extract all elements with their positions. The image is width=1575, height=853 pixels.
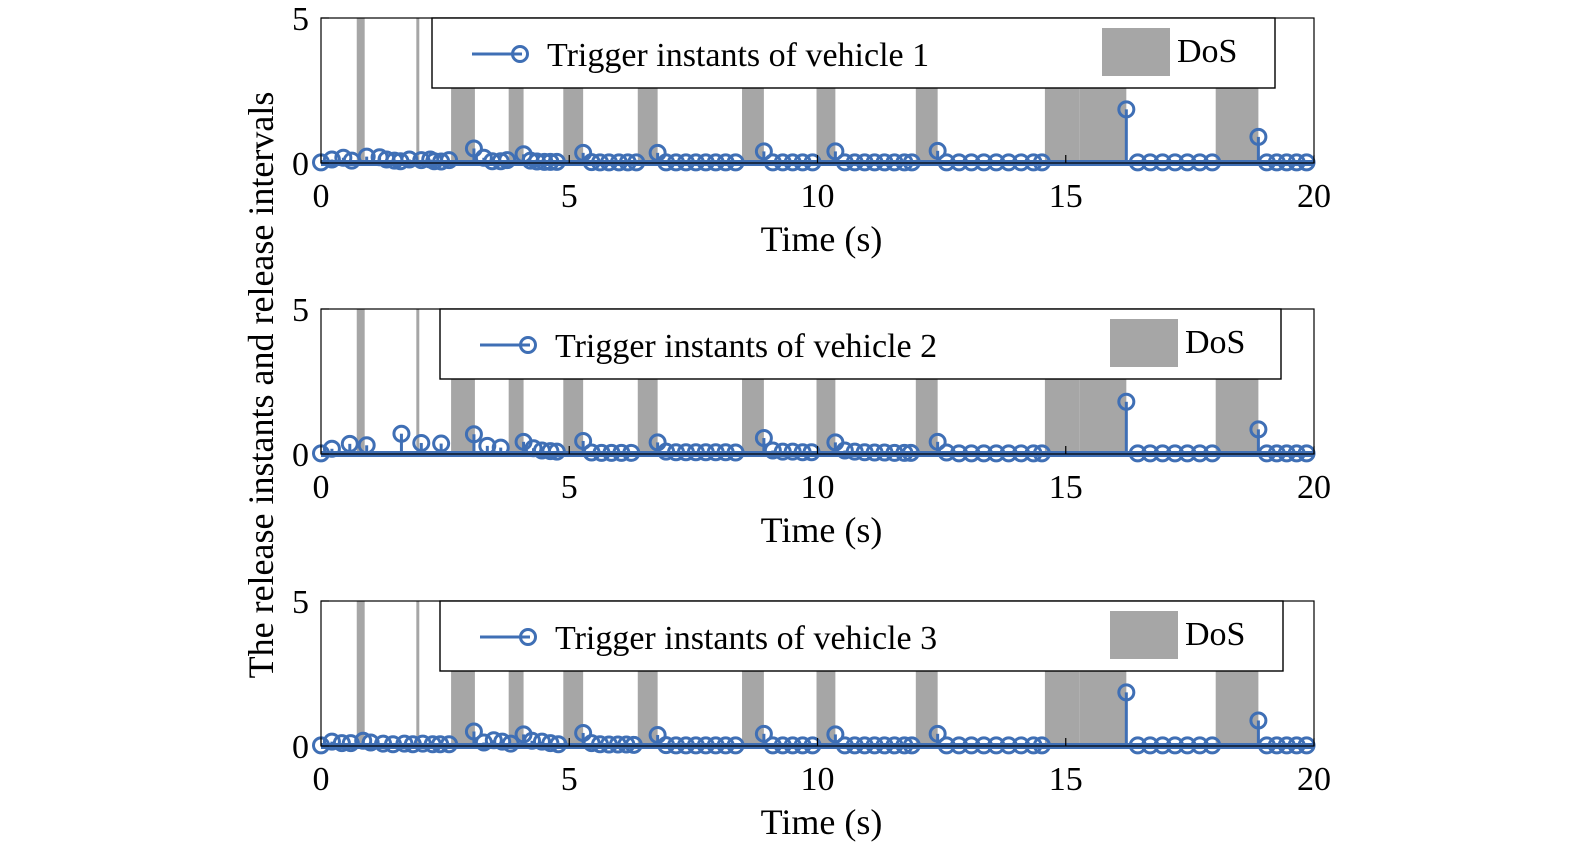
stem-marker xyxy=(412,433,431,452)
stem-marker xyxy=(1249,420,1268,439)
legend-series-marker xyxy=(519,336,537,354)
x-tick-label: 5 xyxy=(561,761,578,798)
legend-series-marker xyxy=(519,628,537,646)
x-axis-label: Time (s) xyxy=(761,219,883,259)
stem-marker xyxy=(322,150,341,169)
x-tick-label: 20 xyxy=(1297,761,1331,798)
x-tick-label: 10 xyxy=(801,761,835,798)
stem-marker xyxy=(754,142,773,161)
stem-marker xyxy=(826,725,845,744)
y-tick-label: 0 xyxy=(292,146,309,183)
x-tick-label: 0 xyxy=(313,761,330,798)
stem-marker xyxy=(763,441,782,460)
x-axis-label: Time (s) xyxy=(761,802,883,842)
dos-interval xyxy=(356,18,365,163)
y-tick-label: 0 xyxy=(292,437,309,474)
y-tick-label: 5 xyxy=(292,584,309,621)
x-tick-label: 10 xyxy=(801,178,835,215)
stem-marker xyxy=(361,733,380,752)
legend-series-label: Trigger instants of vehicle 2 xyxy=(555,328,937,365)
stem-marker xyxy=(1117,683,1136,702)
stem-marker xyxy=(474,733,493,752)
x-tick-label: 5 xyxy=(561,178,578,215)
stem-marker xyxy=(928,141,947,160)
legend-dos-label: DoS xyxy=(1185,324,1245,361)
legend-series-label: Trigger instants of vehicle 3 xyxy=(555,620,937,657)
legend-dos-swatch xyxy=(1110,611,1178,659)
legend-series-label: Trigger instants of vehicle 1 xyxy=(547,37,929,74)
legend-series-marker xyxy=(511,45,529,63)
legend-dos-label: DoS xyxy=(1177,33,1237,70)
stem-marker xyxy=(1249,127,1268,146)
x-tick-label: 15 xyxy=(1049,469,1083,506)
x-tick-label: 15 xyxy=(1049,761,1083,798)
x-tick-label: 15 xyxy=(1049,178,1083,215)
stem-marker xyxy=(400,150,419,169)
stem-marker xyxy=(754,724,773,743)
stem-marker xyxy=(835,441,854,460)
stem-marker xyxy=(464,139,483,158)
stem-marker xyxy=(1249,711,1268,730)
stem-marker xyxy=(464,722,483,741)
stem-marker xyxy=(928,724,947,743)
stem-marker xyxy=(754,429,773,448)
stem-marker xyxy=(826,142,845,161)
x-tick-label: 5 xyxy=(561,469,578,506)
legend: Trigger instants of vehicle 1 DoS xyxy=(431,17,1276,89)
dos-interval xyxy=(416,309,420,454)
legend: Trigger instants of vehicle 3 DoS xyxy=(439,600,1284,672)
stem-marker xyxy=(1117,100,1136,119)
dos-interval xyxy=(356,309,365,454)
y-axis-label: The release instants and release interva… xyxy=(241,92,281,679)
stem-marker xyxy=(464,425,483,444)
legend-dos-swatch xyxy=(1110,319,1178,367)
x-tick-label: 20 xyxy=(1297,178,1331,215)
stem-marker xyxy=(928,432,947,451)
x-axis-label: Time (s) xyxy=(761,510,883,550)
dos-interval xyxy=(356,601,365,746)
stem-marker xyxy=(493,732,512,751)
x-tick-label: 0 xyxy=(313,469,330,506)
dos-interval xyxy=(416,601,420,746)
legend-dos-label: DoS xyxy=(1185,616,1245,653)
y-tick-label: 5 xyxy=(292,292,309,329)
x-tick-label: 20 xyxy=(1297,469,1331,506)
stem-marker xyxy=(392,424,411,443)
x-tick-label: 10 xyxy=(801,469,835,506)
y-tick-label: 0 xyxy=(292,729,309,766)
dos-interval xyxy=(416,18,420,163)
legend-dos-swatch xyxy=(1102,28,1170,76)
legend: Trigger instants of vehicle 2 DoS xyxy=(439,308,1282,380)
y-tick-label: 5 xyxy=(292,1,309,38)
x-tick-label: 0 xyxy=(313,178,330,215)
stem-marker xyxy=(322,732,341,751)
stem-marker xyxy=(574,431,593,450)
stem-marker xyxy=(532,732,551,751)
stem-marker xyxy=(1117,392,1136,411)
